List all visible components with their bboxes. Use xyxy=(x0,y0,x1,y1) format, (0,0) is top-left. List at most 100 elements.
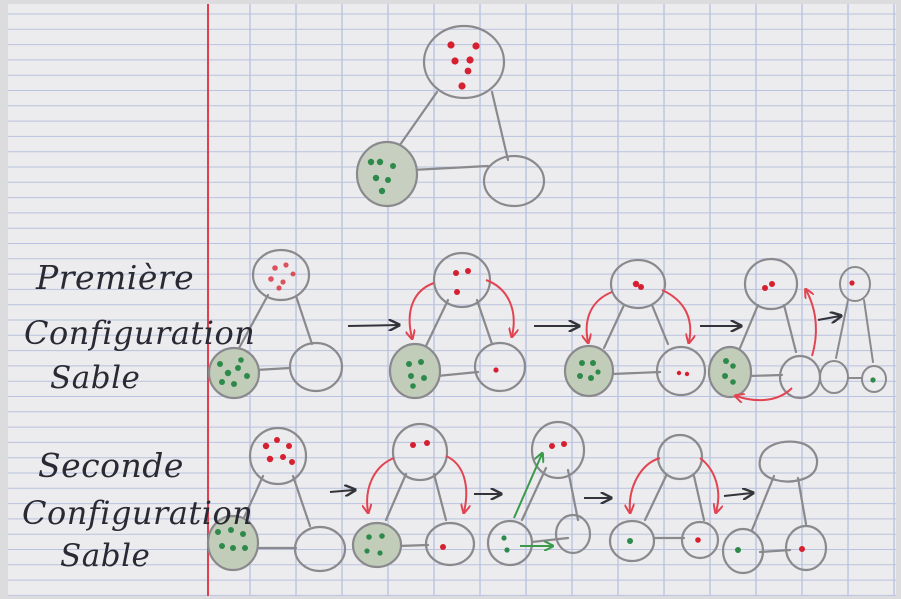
graph-edge xyxy=(643,474,668,522)
red-dot xyxy=(849,280,855,286)
graph-edge xyxy=(291,474,312,528)
green-dots xyxy=(406,359,427,389)
black-arrow xyxy=(723,493,752,496)
red-dots xyxy=(410,440,446,550)
graph-node xyxy=(680,520,720,560)
green-dots xyxy=(215,527,248,551)
green-dots xyxy=(722,358,736,385)
red-dots xyxy=(549,441,567,449)
graph-node xyxy=(351,521,403,569)
red-arrow xyxy=(806,290,817,357)
graph-edge xyxy=(410,164,490,172)
graph-node xyxy=(608,519,656,563)
graph-edge xyxy=(782,303,798,354)
row1-label-line1: Première xyxy=(36,258,195,297)
graph-node xyxy=(656,433,704,481)
grid-lines xyxy=(8,4,896,596)
row2-graph-2 xyxy=(351,422,476,569)
graph-edge xyxy=(393,90,439,154)
graph-node xyxy=(482,154,546,208)
graph-edge xyxy=(863,299,874,363)
red-dots xyxy=(453,268,471,295)
graph-edge xyxy=(236,293,270,352)
graph-node xyxy=(251,248,311,302)
green-dots xyxy=(217,357,250,387)
graph-node xyxy=(839,266,871,302)
red-arrow xyxy=(587,291,613,342)
graph-node xyxy=(391,422,449,482)
graph-node xyxy=(707,345,753,399)
graph-node xyxy=(388,342,442,400)
row1-graph-3 xyxy=(563,258,707,398)
red-arrow xyxy=(485,279,514,336)
graph-edge xyxy=(610,370,662,376)
graph-edge xyxy=(746,373,784,378)
row2-graph-1 xyxy=(206,426,347,573)
row2-graph-4 xyxy=(608,433,720,563)
graph-node xyxy=(563,344,615,398)
graph-edge xyxy=(520,466,548,522)
graph-edge xyxy=(490,90,510,162)
row1-graph-4 xyxy=(707,257,822,400)
graph-edge xyxy=(475,298,494,346)
red-dots xyxy=(268,262,296,291)
red-dot xyxy=(695,537,701,543)
row2-graph-5 xyxy=(721,440,828,575)
graph-node xyxy=(473,341,527,393)
graph-edge xyxy=(602,303,626,350)
row1-graph-5 xyxy=(819,266,887,394)
graph-edge xyxy=(423,298,450,350)
graph-edge xyxy=(396,543,430,548)
graph-edge xyxy=(692,474,706,522)
red-arrow xyxy=(410,282,435,338)
red-dots xyxy=(262,437,295,465)
red-arrow xyxy=(445,455,466,512)
row2-label-line2: Configuration xyxy=(22,494,254,532)
graph-node xyxy=(721,527,765,575)
graph-edge xyxy=(530,536,570,544)
red-arrow xyxy=(367,457,395,512)
green-dot xyxy=(627,538,633,544)
red-dots xyxy=(762,281,775,291)
graph-node xyxy=(554,513,592,555)
graph-node xyxy=(207,346,261,400)
row1-label-line2: Configuration xyxy=(24,314,256,352)
graph-node xyxy=(758,440,819,483)
green-arrow xyxy=(513,454,542,519)
graph-node xyxy=(655,345,707,397)
green-dots xyxy=(364,533,385,556)
green-dots xyxy=(577,360,601,381)
graph-node xyxy=(530,420,586,480)
graph-edge xyxy=(241,474,265,522)
graph-node xyxy=(609,258,667,310)
red-arrow xyxy=(630,457,661,512)
row1-label-line3: Sable xyxy=(50,360,141,396)
graph-edge xyxy=(432,472,448,522)
graph-node xyxy=(784,524,828,572)
graph-edge xyxy=(750,474,776,532)
red-dots xyxy=(447,41,480,90)
row2-label-line1: Seconde xyxy=(38,446,184,485)
red-arrow xyxy=(661,289,690,342)
green-dot xyxy=(735,547,741,553)
graph-edge xyxy=(435,370,480,378)
graph-edge xyxy=(294,294,314,346)
graph-node xyxy=(248,426,308,486)
red-dots xyxy=(632,280,690,377)
red-arrow xyxy=(736,387,793,400)
red-arrow xyxy=(699,457,718,512)
graph-node xyxy=(819,360,849,394)
graph-node xyxy=(288,341,344,393)
black-arrow xyxy=(347,325,398,326)
graph-edge xyxy=(738,303,760,350)
graph-node xyxy=(422,24,506,100)
graph-node xyxy=(293,525,347,573)
graph-node xyxy=(432,251,492,309)
graph-edge xyxy=(835,299,849,359)
graph-edge xyxy=(796,476,808,526)
graph-node xyxy=(861,365,887,393)
graph-edge xyxy=(384,472,408,522)
row1-graph-1 xyxy=(207,248,344,400)
graph-node xyxy=(743,257,799,311)
